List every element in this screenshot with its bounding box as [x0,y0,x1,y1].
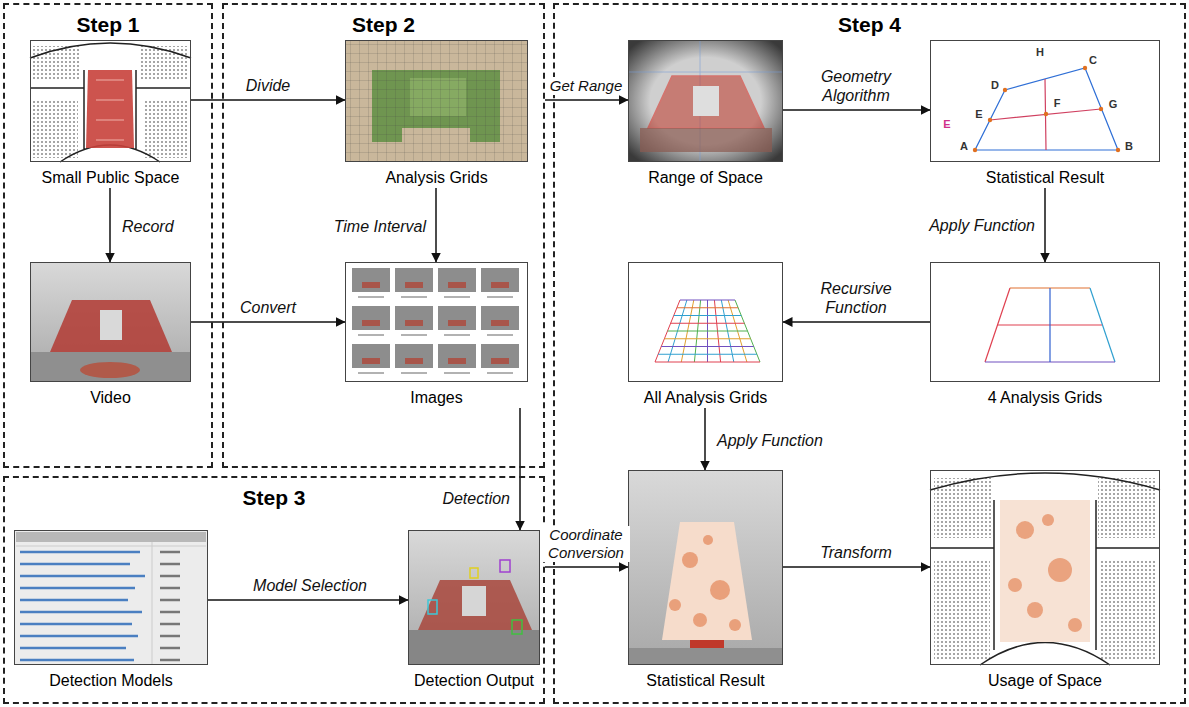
flow-arrow [191,321,345,323]
caption-text: 4 Analysis Grids [930,388,1160,408]
point-letter: G [1109,98,1118,111]
caption-text: Detection Models [14,671,208,691]
point-letter: F [1054,97,1061,110]
point-letter: A [960,140,968,153]
flow-arrow [191,99,345,101]
four-grids [930,262,1160,382]
edge-label: Detection [440,489,512,508]
image-node: Small Public Space [30,40,191,188]
caption-text: Detection Output [408,671,540,691]
caption-text: Range of Space [628,168,783,188]
image-frame [408,530,540,665]
all-grids [628,262,783,382]
step-panel: Step 2 Analysis GridsImages [222,3,545,468]
point-letter: H [1036,46,1044,59]
caption-text: Analysis Grids [345,168,528,188]
image-node: Usage of Space [930,470,1160,691]
edge-label: Convert [238,298,298,317]
step-heading: Step 1 [5,12,211,37]
image-node: Detection Output [408,530,540,691]
flow-arrow [519,408,521,530]
heatmap-photo [628,470,783,665]
image-frame [628,40,783,162]
caption-text: Images [345,388,528,408]
caption-text: Statistical Result [628,671,783,691]
edge-label: Geometry Algorithm [804,67,908,105]
image-node: Analysis Grids [345,40,528,188]
flow-arrow [783,321,930,323]
step-panel: Step 1 Small Public SpaceVideo [3,3,213,468]
caption-text: Usage of Space [930,671,1160,691]
flow-arrow [208,599,408,601]
point-letter: D [991,79,999,92]
image-node: Detection Models [14,530,208,691]
site-plan [30,40,191,162]
image-frame [345,262,528,382]
edge-label: Record [120,217,176,236]
frame-thumbnails [345,262,528,382]
caption-text: Small Public Space [30,168,191,188]
image-frame [930,262,1160,382]
step-panel: Step 4Range of SpaceStatistical Result4 … [553,3,1186,704]
caption-text: All Analysis Grids [628,388,783,408]
flow-arrow [783,109,930,111]
image-node: All Analysis Grids [628,262,783,408]
range-photo [628,40,783,162]
detection-photo [408,530,540,665]
edge-label: Model Selection [251,576,369,595]
point-letter: B [1125,140,1133,153]
image-frame [345,40,528,162]
edge-label: Recursive Function [804,279,908,317]
point-letter: E [975,108,982,121]
flow-arrow [783,566,930,568]
image-frame [30,40,191,162]
image-frame [628,470,783,665]
edge-label: Get Range [548,77,625,95]
edge-label: Time Interval [332,217,428,236]
edge-label: Apply Function [927,216,1037,235]
model-table [14,530,208,665]
image-node: Statistical Result [930,40,1160,188]
image-node: 4 Analysis Grids [930,262,1160,408]
video-still [30,262,191,382]
flow-arrow [704,408,706,470]
usage-map [930,470,1160,665]
caption-text: Statistical Result [930,168,1160,188]
image-frame [628,262,783,382]
edge-label: Coordinate Conversion [542,526,630,562]
edge-label: Transform [818,543,894,562]
image-node: Statistical Result [628,470,783,691]
flow-arrow [435,188,437,262]
image-frame [930,470,1160,665]
flow-arrow [1044,188,1046,262]
point-letter: C [1089,54,1097,67]
geometry-figure [930,40,1160,162]
point-letter: E [943,118,950,131]
edge-label: Apply Function [715,431,825,450]
flow-arrow [545,99,628,101]
caption-text: Video [30,388,191,408]
image-node: Video [30,262,191,408]
flow-arrow [109,188,111,262]
step-heading: Step 2 [224,12,543,37]
image-node: Range of Space [628,40,783,188]
image-frame [14,530,208,665]
image-frame [30,262,191,382]
edge-label: Divide [244,76,292,95]
image-node: Images [345,262,528,408]
aerial-grid [345,40,528,162]
step-heading: Step 4 [555,12,1184,37]
flow-arrow [545,566,628,568]
